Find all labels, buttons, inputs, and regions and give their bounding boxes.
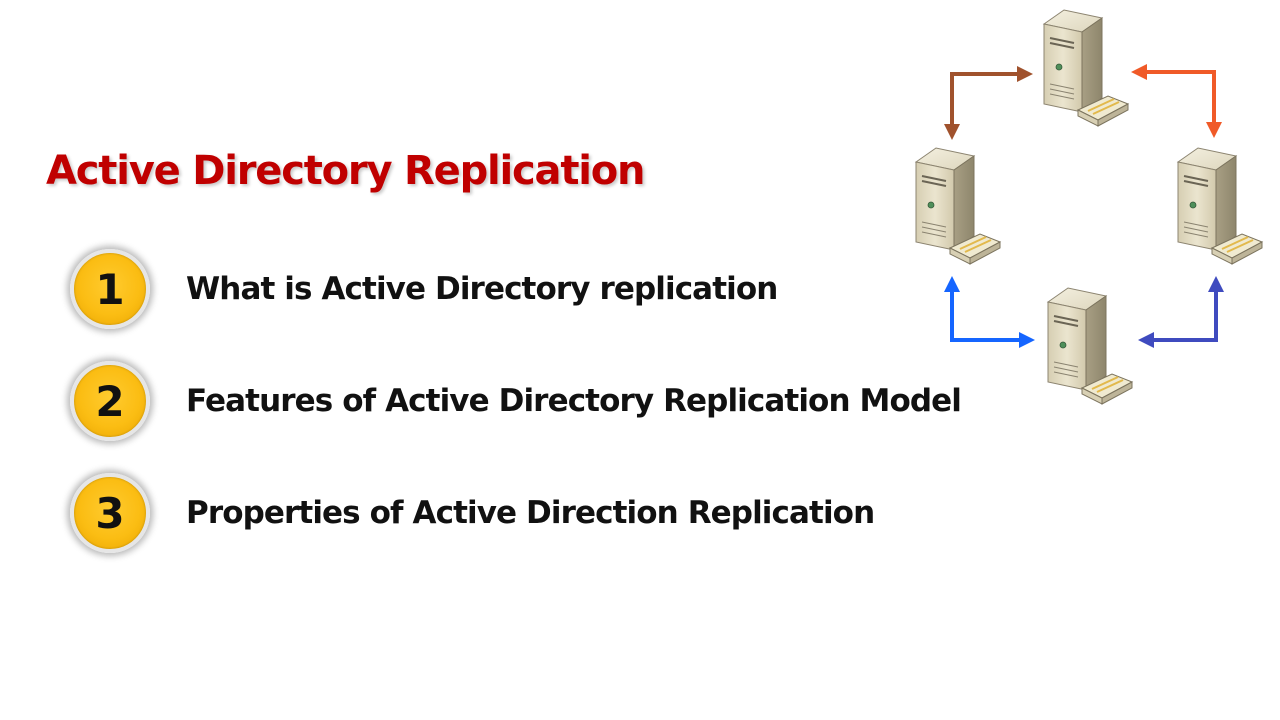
number-badge: 1 [70,249,150,329]
replication-diagram [915,9,1263,405]
arrow-bottom-left [944,276,1035,348]
list-item: 1 What is Active Directory replication [70,244,778,334]
arrow-top-left [944,66,1033,140]
list-item: 3 Properties of Active Direction Replica… [70,468,875,558]
list-item-text: What is Active Directory replication [186,271,778,307]
arrow-top-right [1131,64,1222,138]
list-item: 2 Features of Active Directory Replicati… [70,356,962,446]
list-item-text: Features of Active Directory Replication… [186,383,962,419]
server-icon [915,147,1001,265]
list-item-text: Properties of Active Direction Replicati… [186,495,875,531]
server-icon [1177,147,1263,265]
arrow-bottom-right [1138,276,1224,348]
server-icon [1043,9,1129,127]
number-badge: 2 [70,361,150,441]
slide-title: Active Directory Replication [46,148,646,194]
number-badge: 3 [70,473,150,553]
server-icon [1047,287,1133,405]
